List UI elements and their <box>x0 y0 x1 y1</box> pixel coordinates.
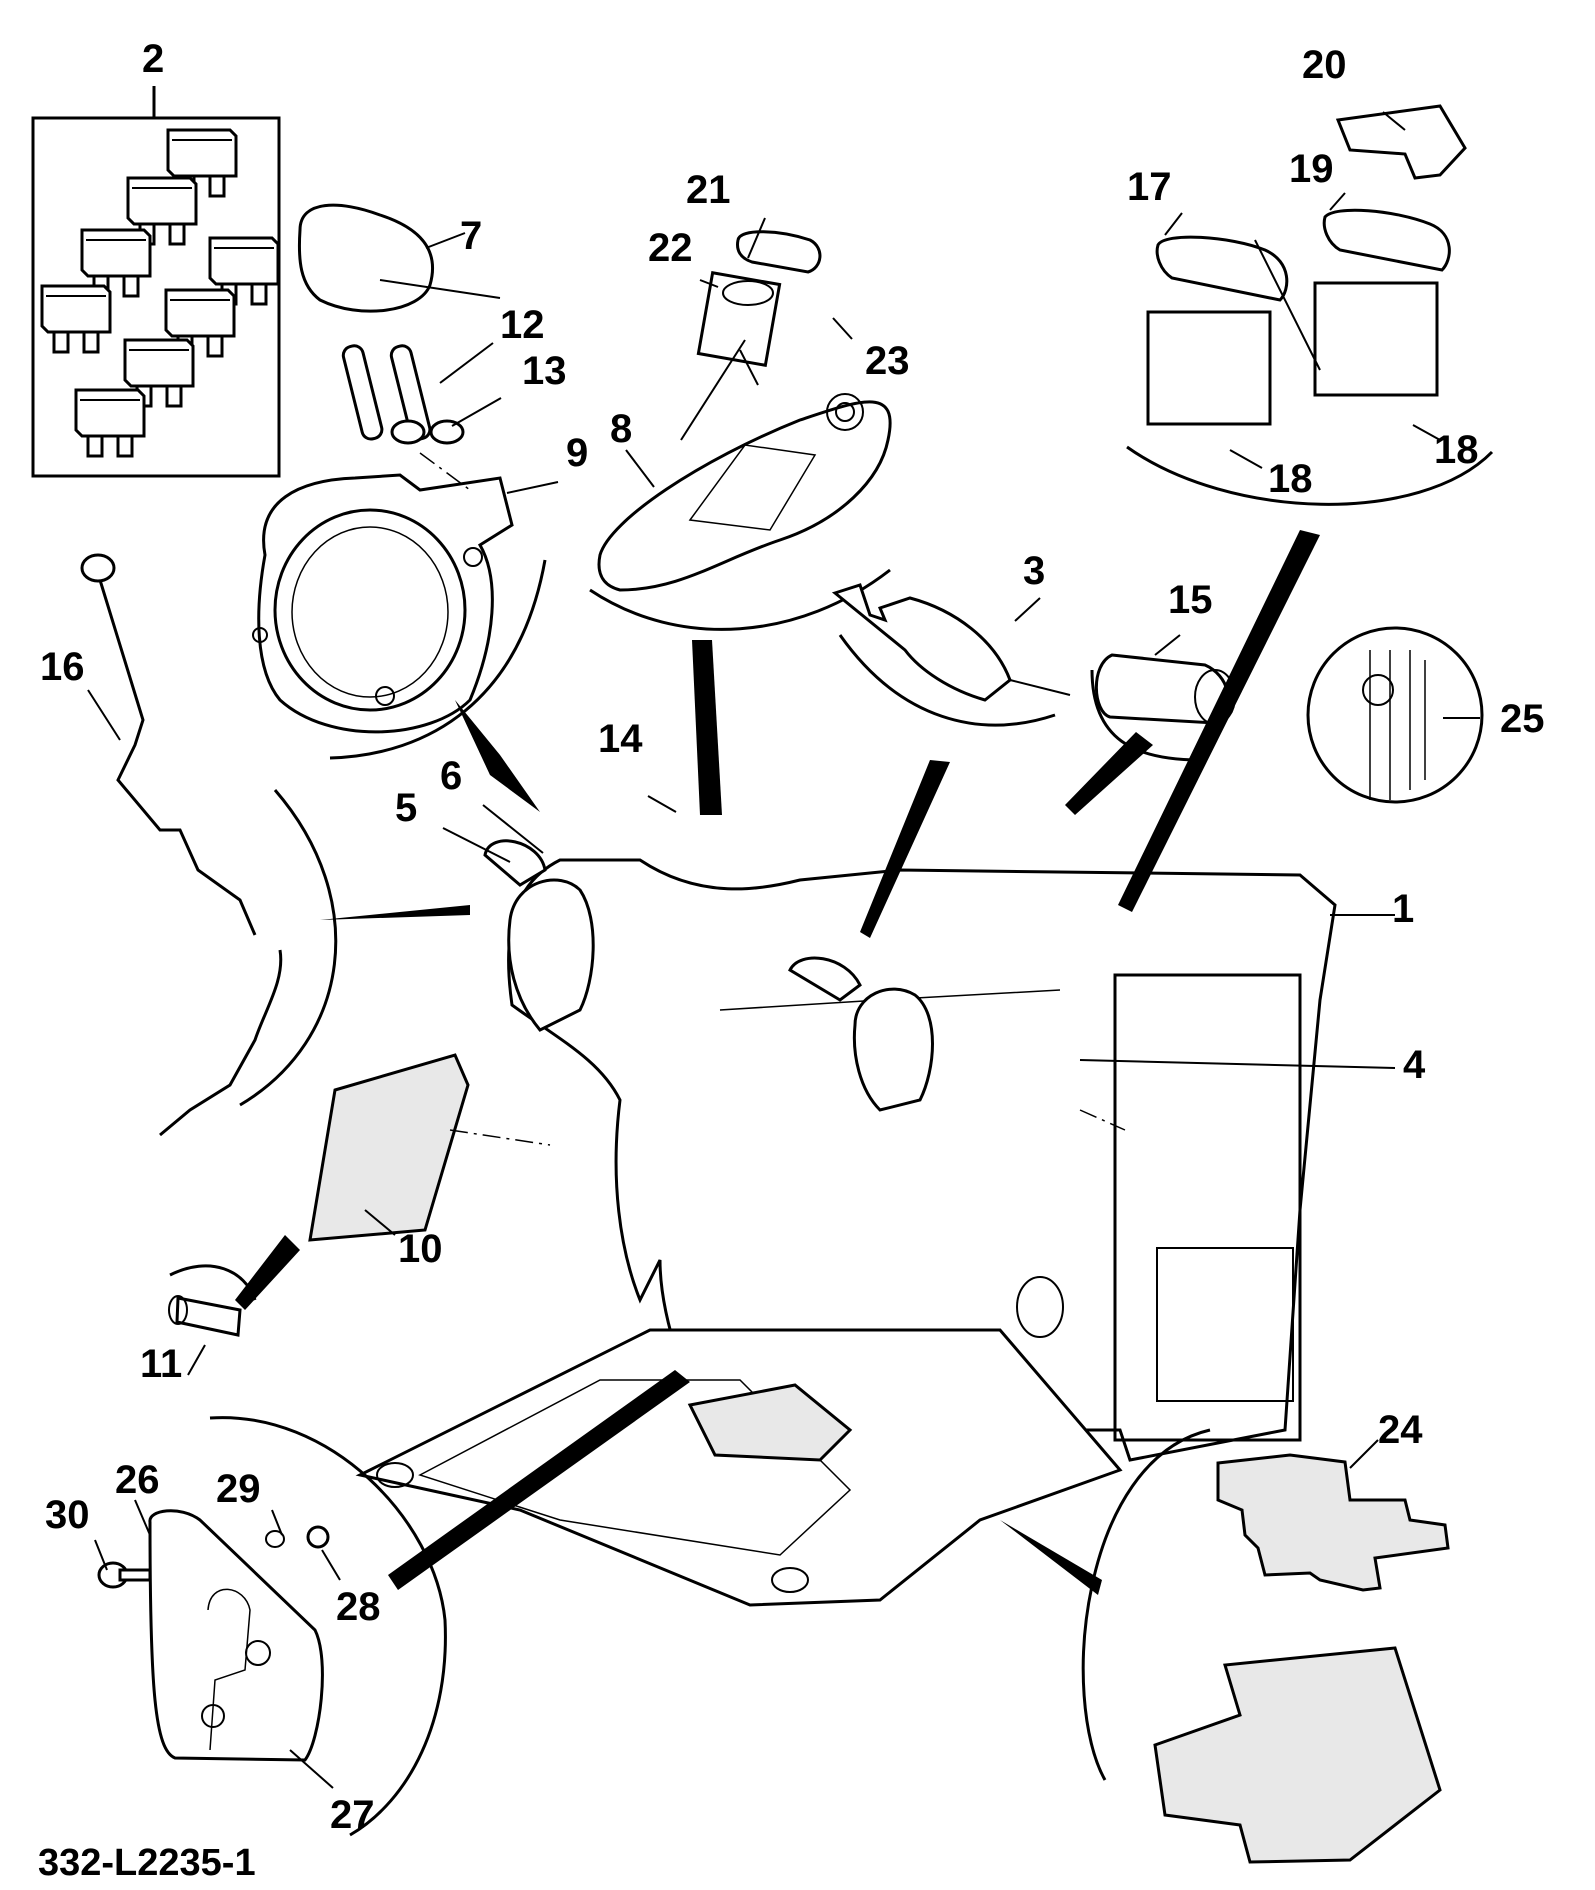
callout-25: 25 <box>1500 697 1545 741</box>
callout-18b: 18 <box>1434 428 1479 472</box>
floor-mat-part <box>1153 1453 1450 1864</box>
fuse-kit-box <box>31 86 281 478</box>
display-panel-part <box>597 393 892 592</box>
callout-6: 6 <box>440 754 462 798</box>
callout-3: 3 <box>1023 549 1045 593</box>
callout-30: 30 <box>45 1493 90 1537</box>
callout-20: 20 <box>1302 43 1347 87</box>
alignment-lines <box>419 452 1126 1146</box>
callout-21: 21 <box>686 168 731 212</box>
bolt-11-part <box>168 1295 242 1337</box>
callout-27: 27 <box>330 1793 375 1837</box>
callout-19: 19 <box>1289 147 1334 191</box>
callout-26: 26 <box>115 1458 160 1502</box>
callout-1: 1 <box>1392 887 1414 931</box>
callout-2: 2 <box>142 37 164 81</box>
fuse-blade-3 <box>208 236 280 306</box>
callout-17: 17 <box>1127 165 1172 209</box>
leader-lines <box>87 111 1480 1789</box>
callout-10: 10 <box>398 1227 443 1271</box>
seal-profile-detail <box>1306 626 1484 804</box>
pointer-arrows <box>235 530 1320 1595</box>
callout-labels: 1 2 3 4 5 6 7 8 9 10 11 12 13 14 15 16 1… <box>40 37 1545 1837</box>
bellows-part <box>831 583 1071 702</box>
rocker-switch-part <box>696 270 782 368</box>
fuse-blade-1 <box>166 128 238 198</box>
callout-14: 14 <box>598 717 643 761</box>
callout-28: 28 <box>336 1585 381 1629</box>
callout-5: 5 <box>395 786 417 830</box>
switch-blank-cover-part <box>1335 104 1467 180</box>
fuse-group <box>40 128 280 458</box>
gear-knob-part <box>297 203 435 313</box>
plate-detail-part <box>97 1509 330 1762</box>
pin-parts <box>341 344 465 445</box>
callout-23: 23 <box>865 339 910 383</box>
callout-24: 24 <box>1378 1408 1423 1452</box>
callout-8: 8 <box>610 407 632 451</box>
callout-4: 4 <box>1403 1043 1426 1087</box>
callout-13: 13 <box>522 349 567 393</box>
fuse-blade-6 <box>40 284 112 354</box>
callout-12: 12 <box>500 303 545 347</box>
rocker-switch-right-part <box>1313 208 1451 397</box>
callout-22: 22 <box>648 226 693 270</box>
callout-16: 16 <box>40 645 85 689</box>
callout-9: 9 <box>566 431 588 475</box>
callout-29: 29 <box>216 1467 261 1511</box>
floor-plate-part <box>355 1328 1123 1607</box>
callout-18a: 18 <box>1268 457 1313 501</box>
callout-7: 7 <box>460 214 482 258</box>
lever-bezel-part <box>252 473 514 734</box>
callout-15: 15 <box>1168 578 1213 622</box>
fuse-blade-7 <box>123 338 195 408</box>
hand-lever-part <box>80 553 283 1137</box>
vent-grille-part <box>308 1053 470 1242</box>
drawing-number: 332-L2235-1 <box>38 1842 256 1884</box>
callout-11: 11 <box>140 1342 182 1386</box>
left-joystick-part <box>483 839 595 1032</box>
rocker-switch-left-part <box>1146 235 1289 426</box>
right-joystick-part <box>788 956 934 1112</box>
fuse-blade-8 <box>74 388 146 458</box>
